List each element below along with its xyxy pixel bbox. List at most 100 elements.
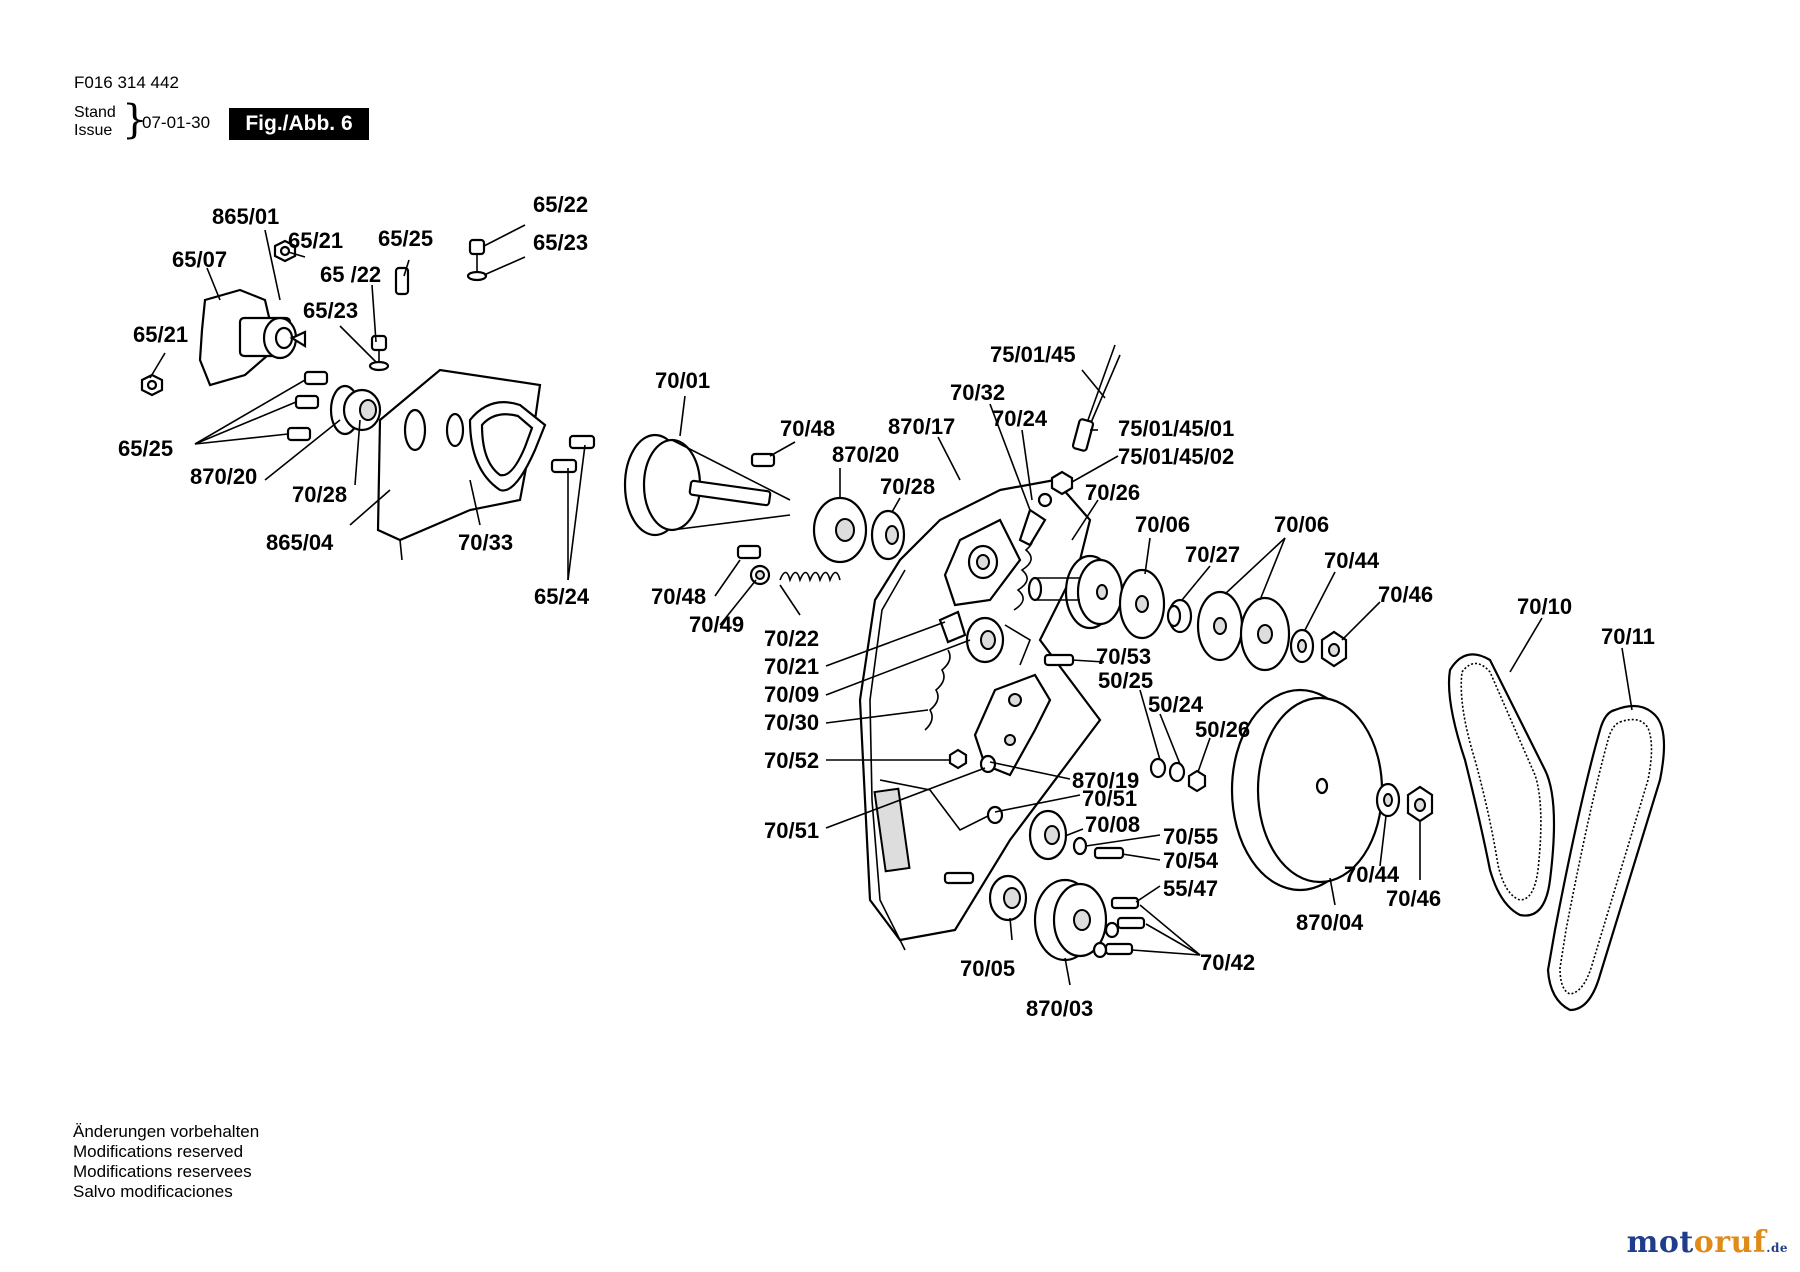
idler-70-08 bbox=[1028, 809, 1068, 861]
washer-70-49 bbox=[749, 564, 771, 586]
label-70-05: 70/05 bbox=[960, 956, 1015, 981]
spring-70-30 bbox=[924, 649, 951, 731]
label-75-01-45: 75/01/45 bbox=[990, 342, 1076, 367]
belt-70-10 bbox=[1447, 653, 1556, 917]
pulley-70-01 bbox=[623, 433, 791, 537]
washer-70-44-lower bbox=[1375, 782, 1401, 818]
label-870-04: 870/04 bbox=[1296, 910, 1364, 935]
label-65-24: 65/24 bbox=[534, 584, 590, 609]
label-70-26: 70/26 bbox=[1085, 480, 1140, 505]
screws-70-42 bbox=[1092, 896, 1146, 959]
label-70-46-b: 70/46 bbox=[1386, 886, 1441, 911]
label-70-51-a: 70/51 bbox=[1082, 786, 1137, 811]
label-50-26: 50/26 bbox=[1195, 717, 1250, 742]
flange-870-20-left bbox=[329, 384, 382, 436]
label-70-24: 70/24 bbox=[992, 406, 1048, 431]
stand-issue-label: Stand Issue bbox=[74, 104, 116, 140]
label-70-06-a: 70/06 bbox=[1135, 512, 1190, 537]
nut-70-52 bbox=[948, 748, 968, 770]
label-65-07: 65/07 bbox=[172, 247, 227, 272]
belt-70-33 bbox=[468, 401, 547, 492]
screw-65-25-top bbox=[394, 266, 410, 296]
label-70-21: 70/21 bbox=[764, 654, 819, 679]
spring-70-22 bbox=[779, 571, 841, 583]
note-english: Modifications reserved bbox=[73, 1142, 244, 1161]
label-65-22-b: 65 /22 bbox=[320, 262, 381, 287]
label-70-28-b: 70/28 bbox=[880, 474, 935, 499]
pulley-70-06-b bbox=[1118, 568, 1166, 640]
stand-label: Stand bbox=[74, 104, 116, 121]
label-70-44-a: 70/44 bbox=[1324, 548, 1380, 573]
label-65-21-a: 65/21 bbox=[288, 228, 343, 253]
label-865-01: 865/01 bbox=[212, 204, 279, 229]
pulley-870-04 bbox=[1230, 688, 1384, 892]
nut-70-46-upper bbox=[1320, 630, 1348, 668]
idler-pulley-70-21 bbox=[938, 610, 967, 644]
label-70-55: 70/55 bbox=[1163, 824, 1218, 849]
brace-glyph: } bbox=[122, 97, 148, 143]
screw-65-22-right bbox=[466, 238, 488, 282]
washers-50-25-24-26 bbox=[1149, 757, 1207, 793]
label-870-19: 870/19 bbox=[1072, 768, 1139, 793]
note-german: Änderungen vorbehalten bbox=[73, 1122, 260, 1141]
screw-70-53 bbox=[1043, 653, 1075, 667]
label-65-25-a: 65/25 bbox=[378, 226, 433, 251]
label-70-10: 70/10 bbox=[1517, 594, 1572, 619]
bearing-70-28-right bbox=[870, 509, 906, 561]
spacer-70-05 bbox=[988, 874, 1028, 922]
label-50-24: 50/24 bbox=[1148, 692, 1204, 717]
nut-65-21-top bbox=[273, 239, 297, 263]
label-70-48-a: 70/48 bbox=[780, 416, 835, 441]
note-french: Modifications reservees bbox=[73, 1162, 252, 1181]
label-70-32: 70/32 bbox=[950, 380, 1005, 405]
screws-70-48 bbox=[736, 452, 776, 560]
label-70-06-b: 70/06 bbox=[1274, 512, 1329, 537]
screws-65-24 bbox=[550, 434, 596, 474]
label-70-42: 70/42 bbox=[1200, 950, 1255, 975]
label-65-22-a: 65/22 bbox=[533, 192, 588, 217]
label-70-44-b: 70/44 bbox=[1344, 862, 1400, 887]
pulley-870-03 bbox=[1033, 878, 1108, 962]
nut-65-21-left bbox=[140, 373, 164, 397]
watermark-logo: motoruf.de bbox=[1626, 1225, 1788, 1260]
label-70-27: 70/27 bbox=[1185, 542, 1240, 567]
pulley-70-06-a bbox=[1027, 554, 1124, 630]
bolt-870-19 bbox=[943, 871, 975, 885]
label-65-25-b: 65/25 bbox=[118, 436, 173, 461]
label-70-33: 70/33 bbox=[458, 530, 513, 555]
washer-70-44-upper bbox=[1289, 628, 1315, 664]
tensioner-bracket-870-19 bbox=[973, 673, 1052, 777]
label-70-51-b: 70/51 bbox=[764, 818, 819, 843]
label-70-28-a: 70/28 bbox=[292, 482, 347, 507]
label-870-20-b: 870/20 bbox=[832, 442, 899, 467]
figure-label: Fig./Abb. 6 bbox=[229, 108, 369, 140]
label-75-01-45-02: 75/01/45/02 bbox=[1118, 444, 1234, 469]
label-865-04: 865/04 bbox=[266, 530, 334, 555]
label-70-46-a: 70/46 bbox=[1378, 582, 1433, 607]
pulley-70-06-c bbox=[1196, 590, 1244, 662]
screw-65-22-mid bbox=[368, 334, 390, 372]
part-labels: 865/01 65/21 65/25 65/22 65/23 65/07 65 … bbox=[118, 192, 1655, 1021]
label-70-08: 70/08 bbox=[1085, 812, 1140, 837]
label-870-17: 870/17 bbox=[888, 414, 955, 439]
label-870-20-a: 870/20 bbox=[190, 464, 257, 489]
issue-date: 07-01-30 bbox=[142, 113, 211, 132]
label-70-53: 70/53 bbox=[1096, 644, 1151, 669]
idler-pulley-70-09 bbox=[965, 616, 1031, 666]
label-70-49: 70/49 bbox=[689, 612, 744, 637]
screws-65-25-left bbox=[286, 370, 329, 442]
note-spanish: Salvo modificaciones bbox=[73, 1182, 233, 1201]
cable-75-01-45 bbox=[1071, 344, 1121, 452]
nut-75-01-45-02 bbox=[1050, 470, 1074, 496]
label-70-48-b: 70/48 bbox=[651, 584, 706, 609]
footer-notes: Änderungen vorbehalten Modifications res… bbox=[73, 1122, 259, 1202]
label-70-30: 70/30 bbox=[764, 710, 819, 735]
issue-label: Issue bbox=[74, 122, 113, 139]
label-70-01: 70/01 bbox=[655, 368, 710, 393]
label-70-11: 70/11 bbox=[1601, 624, 1655, 649]
label-55-47: 55/47 bbox=[1163, 876, 1218, 901]
bushing-70-27 bbox=[1166, 598, 1193, 634]
label-50-25: 50/25 bbox=[1098, 668, 1153, 693]
label-65-23-b: 65/23 bbox=[303, 298, 358, 323]
